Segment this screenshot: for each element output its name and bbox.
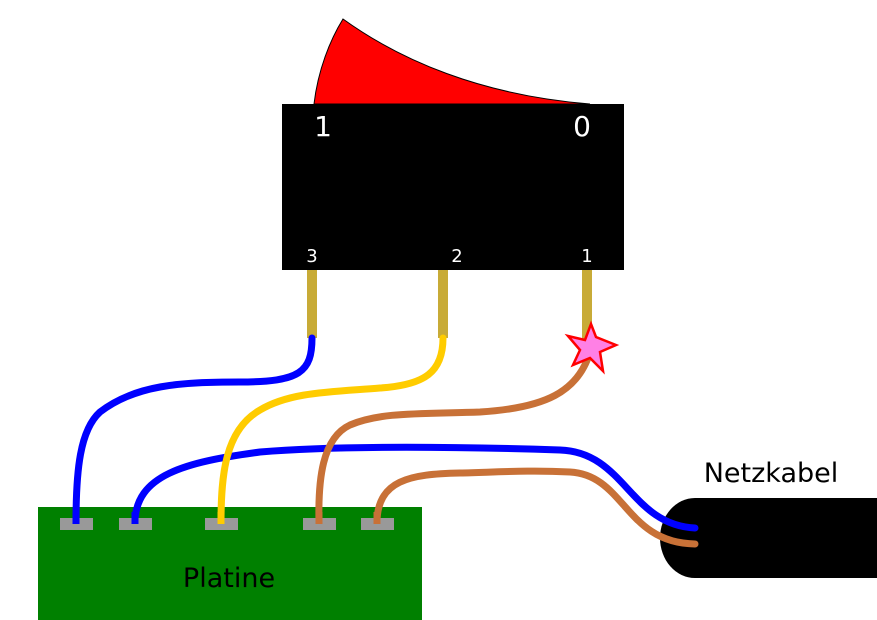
pin-label-3: 3	[306, 246, 317, 267]
wire-blue-switch	[72, 334, 316, 527]
switch-body	[282, 104, 624, 270]
switch-label-on: 1	[314, 110, 332, 143]
switch-rocker	[313, 18, 591, 105]
wire-brown-cable	[373, 467, 699, 548]
switch-pin-1	[582, 270, 592, 340]
switch-pin-3	[307, 270, 317, 338]
wire-brown-switch	[315, 348, 594, 527]
wire-yellow	[217, 334, 447, 527]
board-label: Platine	[183, 563, 275, 594]
star-icon	[564, 320, 620, 375]
wire-blue-cable	[131, 443, 699, 532]
cable-label: Netzkabel	[704, 458, 839, 489]
pin-label-1: 1	[581, 246, 592, 267]
pin-label-2: 2	[451, 246, 462, 267]
switch-pin-2	[438, 270, 448, 338]
mains-cable	[660, 498, 877, 578]
switch-label-off: 0	[573, 110, 591, 143]
